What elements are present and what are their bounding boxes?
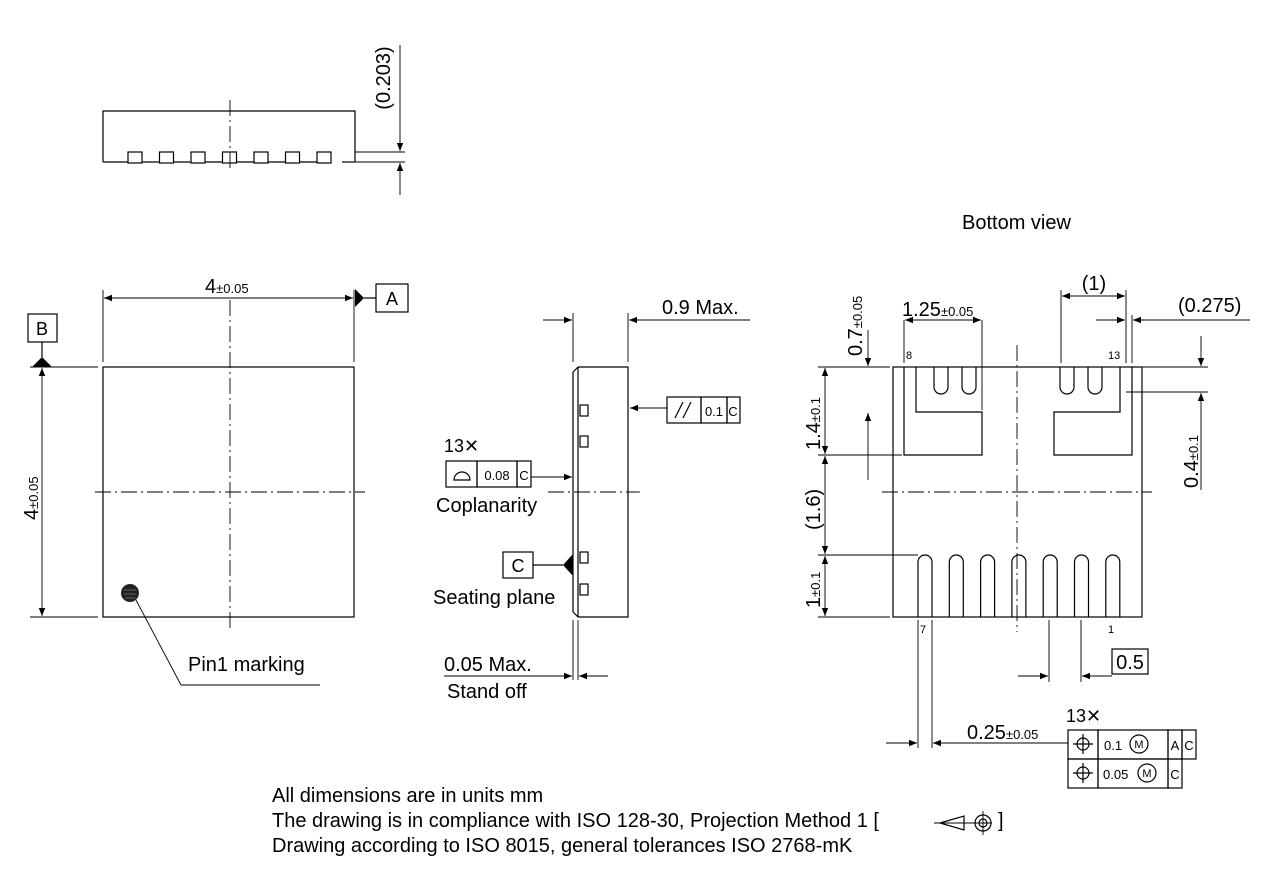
datum-a: A [386,289,398,309]
dim-0203: (0.203) [373,46,395,109]
parallelism-datum: C [728,404,737,419]
bottom-pad [1073,554,1090,617]
bottom-view-title: Bottom view [962,212,1071,234]
bottom-pad [1011,554,1027,617]
pos-count: 13✕ [1066,706,1101,726]
dim-0275: (0.275) [1178,295,1241,317]
standoff-value: 0.05 Max. [444,654,532,676]
pin-8: 8 [906,350,912,362]
pos-datum-c1: C [1184,738,1193,753]
coplanarity-count: 13✕ [444,436,479,456]
datum-b: B [36,319,48,339]
pin1-dot [121,584,139,602]
pos-tol-1: 0.1 [1104,738,1122,753]
mmc-2: M [1142,768,1151,780]
note-iso128-end: ] [998,810,1004,832]
parallelism-value: 0.1 [705,404,723,419]
side-pad [316,151,332,164]
seating-plane-label: Seating plane [433,587,555,609]
bottom-pad [948,554,964,617]
pin-13: 13 [1108,350,1120,362]
pin-1: 1 [1108,624,1114,636]
bottom-pad [1105,554,1121,617]
pos-tol-2: 0.05 [1103,767,1128,782]
mmc-1: M [1134,739,1143,751]
width-dim: 4±0.05 [205,276,249,298]
note-units: All dimensions are in units mm [272,785,543,807]
side-view-top: (0.203) [102,45,405,195]
side-pad [221,151,238,164]
side-pad [284,151,301,164]
max-height: 0.9 Max. [662,297,739,319]
dim-125: 1.25±0.05 [902,299,973,321]
pin1-label: Pin1 marking [188,654,305,676]
side-pad [158,151,175,164]
dim-1b: 1±0.1 [803,572,825,608]
coplanarity-label: Coplanarity [436,495,537,517]
bottom-view: Bottom view 0.7±0.05 1.25±0.05 8 (1) (0.… [803,212,1250,789]
dim-1: (1) [1082,273,1106,295]
bottom-pad [1042,554,1058,617]
dim-16: (1.6) [803,489,825,530]
top-view: 4±0.05 A B 4±0.05 Pin1 marking [21,276,409,686]
lead-width: 0.25±0.05 [967,722,1038,744]
dim-14: 1.4±0.1 [803,397,825,450]
pitch: 0.5 [1116,652,1144,674]
side-view-middle: 0.9 Max. 0.1 C 13✕ 0.08 C Coplanarity C … [433,297,750,703]
standoff-label: Stand off [447,681,527,703]
projection-method-icon [934,811,992,835]
datum-c: C [512,556,525,576]
side-pad [253,151,269,164]
coplanarity-datum: C [519,468,528,483]
coplanarity-value: 0.08 [484,468,509,483]
dim-07: 0.7±0.05 [845,296,867,356]
dim-04: 0.4±0.1 [1181,435,1203,488]
side-pad [190,151,206,164]
note-iso128: The drawing is in compliance with ISO 12… [272,810,879,832]
bottom-pad [980,554,996,617]
notes: All dimensions are in units mm The drawi… [272,785,1004,857]
pos-datum-a: A [1171,738,1180,753]
pin-7: 7 [920,624,926,636]
bottom-pad [917,554,933,617]
note-iso8015: Drawing according to ISO 8015, general t… [272,835,853,857]
height-dim: 4±0.05 [21,476,43,520]
pos-datum-c2: C [1170,767,1179,782]
side-pad [127,151,143,164]
